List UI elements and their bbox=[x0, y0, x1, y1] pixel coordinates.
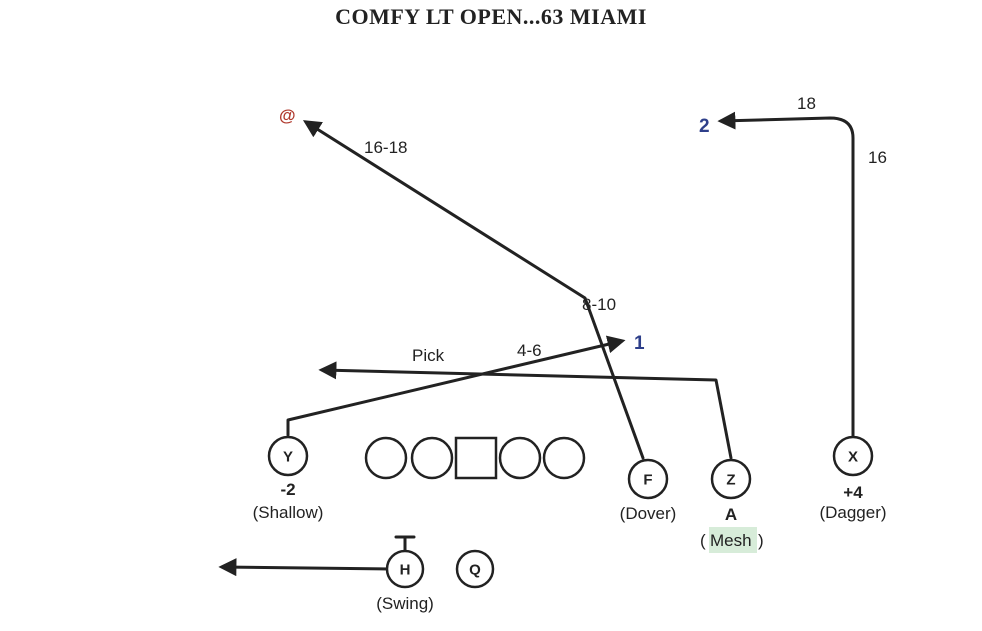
svg-text:Q: Q bbox=[469, 562, 481, 579]
route-y-shallow bbox=[286, 335, 626, 437]
svg-text:Z: Z bbox=[726, 472, 735, 489]
svg-text:H: H bbox=[400, 562, 411, 579]
lineman-left-guard bbox=[410, 436, 454, 480]
route-x-dagger bbox=[717, 111, 855, 439]
player-z: Z A ( Mesh ) bbox=[700, 458, 764, 553]
label-x-stem: 16 bbox=[868, 148, 887, 167]
svg-text:F: F bbox=[643, 472, 652, 489]
z-alignment: A bbox=[725, 505, 737, 524]
player-h: H (Swing) bbox=[376, 549, 434, 613]
play-title: COMFY LT OPEN...63 MIAMI bbox=[335, 4, 647, 29]
h-role-label: (Swing) bbox=[376, 594, 434, 613]
x-depth-adjust: +4 bbox=[843, 483, 863, 502]
lineman-center bbox=[454, 436, 498, 480]
route-z-mesh bbox=[318, 361, 733, 460]
label-y-depth: 4-6 bbox=[517, 341, 542, 360]
player-y: Y -2 (Shallow) bbox=[253, 435, 324, 522]
svg-text:(: ( bbox=[700, 531, 706, 550]
label-f-break: 8-10 bbox=[582, 295, 616, 314]
label-f-deep: 16-18 bbox=[364, 138, 407, 157]
lineman-left-tackle bbox=[364, 436, 408, 480]
target-one: 1 bbox=[634, 333, 645, 354]
lineman-right-guard bbox=[498, 436, 542, 480]
y-depth-adjust: -2 bbox=[280, 480, 295, 499]
svg-text:X: X bbox=[848, 449, 858, 466]
label-x-break: 18 bbox=[797, 94, 816, 113]
player-q: Q bbox=[455, 549, 495, 589]
lineman-right-tackle bbox=[542, 436, 586, 480]
route-f-dover bbox=[302, 120, 645, 460]
y-role-label: (Shallow) bbox=[253, 503, 324, 522]
player-x: X +4 (Dagger) bbox=[819, 435, 887, 522]
label-pick: Pick bbox=[412, 346, 445, 365]
route-h-swing bbox=[218, 558, 391, 577]
target-at: @ bbox=[279, 106, 296, 125]
player-f: F (Dover) bbox=[620, 458, 677, 523]
svg-text:): ) bbox=[758, 531, 764, 550]
target-two: 2 bbox=[699, 116, 710, 137]
z-role-label: Mesh bbox=[710, 531, 752, 550]
f-role-label: (Dover) bbox=[620, 504, 677, 523]
svg-text:Y: Y bbox=[283, 449, 293, 466]
mesh-highlight bbox=[709, 527, 757, 553]
x-role-label: (Dagger) bbox=[819, 503, 886, 522]
